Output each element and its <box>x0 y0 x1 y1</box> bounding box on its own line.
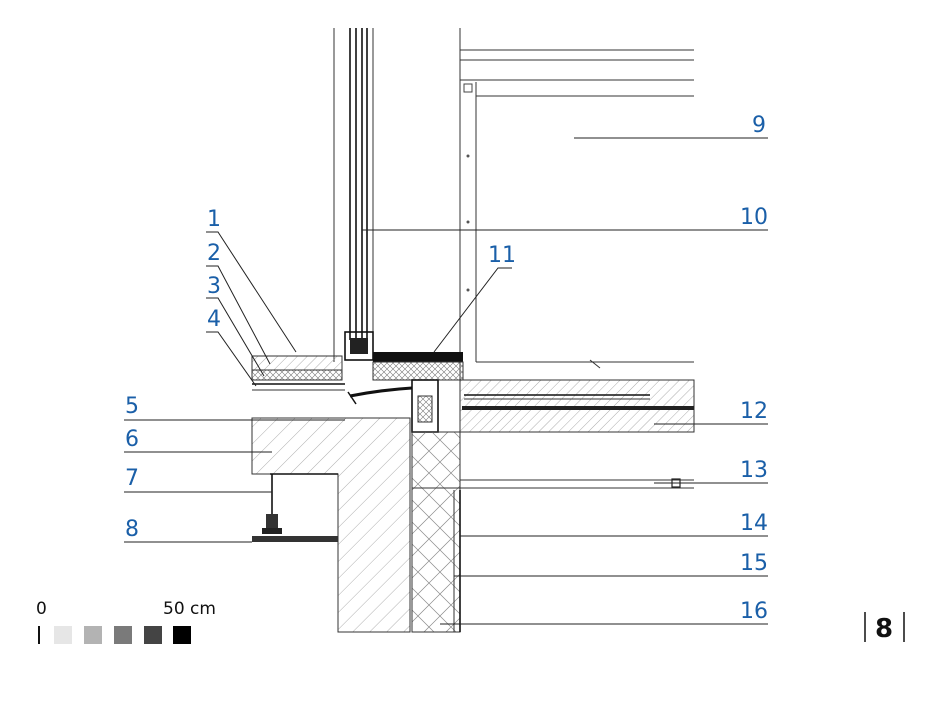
callout-9: 9 <box>752 113 766 138</box>
leader-lines <box>124 137 768 625</box>
callout-13: 13 <box>740 458 768 483</box>
scale-end-label: 50 cm <box>163 599 216 619</box>
page-number: 8 <box>875 614 893 644</box>
page-number-block: 8 <box>864 612 905 644</box>
callout-7: 7 <box>125 466 139 491</box>
scale-swatch-3 <box>114 626 132 644</box>
ceiling-hanger <box>252 474 338 542</box>
scale-start-label: 0 <box>36 599 47 619</box>
floor-layers-exterior <box>251 355 345 391</box>
callout-10: 10 <box>740 205 768 230</box>
callout-11: 11 <box>488 243 516 268</box>
callout-1: 1 <box>207 207 221 232</box>
interior-panel <box>459 28 694 380</box>
callout-5: 5 <box>125 394 139 419</box>
threshold <box>372 352 464 381</box>
scale-swatch-2 <box>84 626 102 644</box>
callout-16: 16 <box>740 599 768 624</box>
concrete-wall <box>251 417 411 633</box>
callout-2: 2 <box>207 241 221 266</box>
scale-swatch-5 <box>173 626 191 644</box>
scale-swatch-4 <box>144 626 162 644</box>
callout-4: 4 <box>207 307 221 332</box>
callout-12: 12 <box>740 399 768 424</box>
facade-insulation <box>411 431 694 633</box>
callout-3: 3 <box>207 274 221 299</box>
callout-8: 8 <box>125 517 139 542</box>
callout-15: 15 <box>740 551 768 576</box>
floor-slab <box>459 379 695 433</box>
scale-swatch-1 <box>54 626 72 644</box>
scale-tick <box>38 626 40 644</box>
scale-bar: 0 50 cm <box>36 599 216 644</box>
callout-14: 14 <box>740 511 768 536</box>
drain-pipe <box>347 379 439 433</box>
callout-6: 6 <box>125 427 139 452</box>
window-frame <box>333 28 374 362</box>
